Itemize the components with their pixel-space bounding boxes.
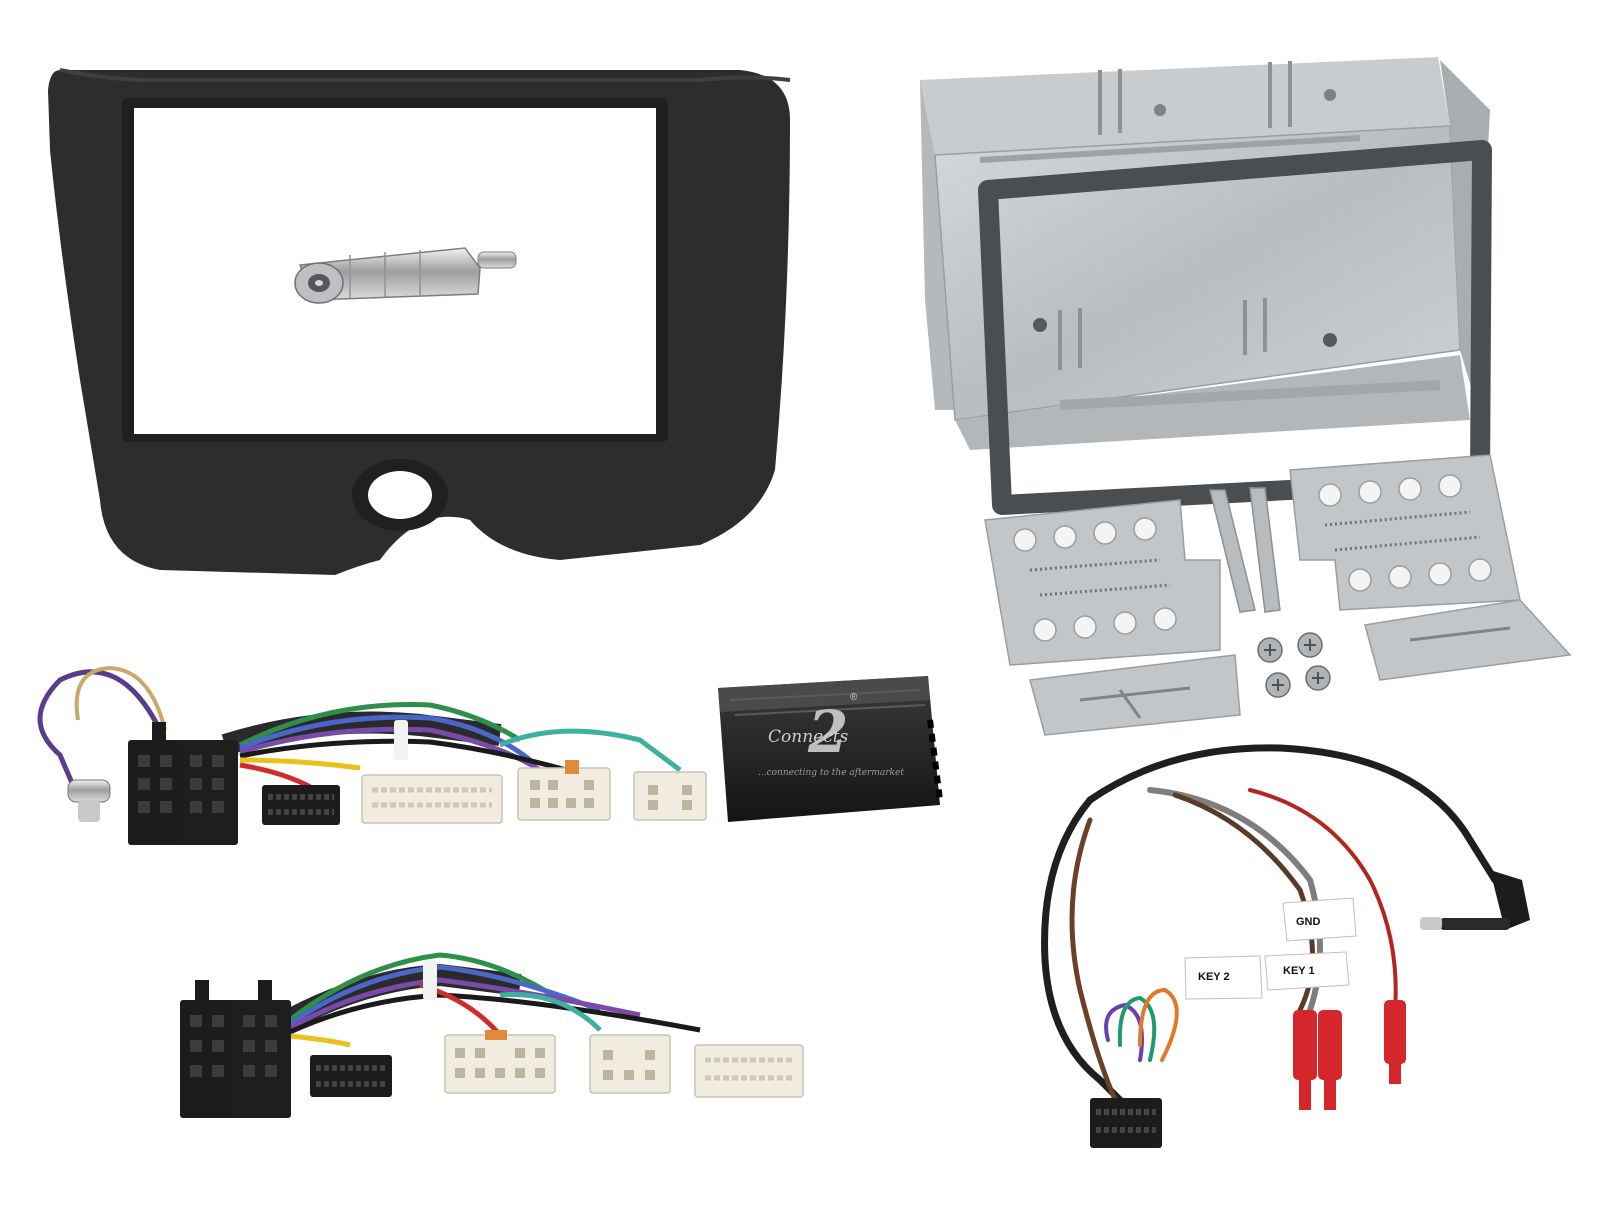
svg-text:GND: GND bbox=[1296, 916, 1321, 928]
double-din-fascia bbox=[48, 68, 791, 575]
red-bullet-plugs bbox=[1293, 1000, 1406, 1110]
steering-patch-lead: GND KEY 1 KEY 2 bbox=[1041, 744, 1530, 1148]
vehicle-connector-white-4 bbox=[444, 1030, 556, 1094]
release-keys bbox=[1209, 487, 1281, 613]
antenna-adapter-icon bbox=[294, 247, 517, 304]
lower-bracket-left bbox=[1029, 654, 1241, 736]
svg-text:...connecting to the aftermark: ...connecting to the aftermarket bbox=[758, 768, 904, 778]
lower-bracket-right bbox=[1364, 599, 1572, 681]
iso-connector-left bbox=[128, 722, 238, 845]
vehicle-connector-white-6 bbox=[694, 1044, 804, 1098]
svg-text:®: ® bbox=[850, 692, 858, 703]
svg-text:KEY 2: KEY 2 bbox=[1198, 971, 1230, 983]
svg-text:KEY 1: KEY 1 bbox=[1283, 965, 1315, 977]
svg-text:2: 2 bbox=[807, 698, 848, 766]
radio-connector-black-2 bbox=[310, 1055, 392, 1097]
iso-harness bbox=[180, 952, 804, 1118]
brand-logo: 2 Connects ® ...connecting to the afterm… bbox=[758, 692, 904, 778]
iso-connector-right bbox=[180, 980, 291, 1118]
svg-text:Connects: Connects bbox=[768, 727, 849, 747]
jack-plug-icon bbox=[1420, 870, 1530, 930]
vehicle-connector-white-3 bbox=[633, 771, 707, 821]
vehicle-connector-white-5 bbox=[589, 1034, 671, 1094]
key1-label-tag: KEY 1 bbox=[1264, 951, 1350, 991]
gnd-label-tag: GND bbox=[1282, 897, 1357, 942]
lead-connector-icon bbox=[1090, 1098, 1162, 1148]
steering-interface-module: 2 Connects ® ...connecting to the afterm… bbox=[718, 676, 943, 822]
iso-harness-with-antenna bbox=[37, 665, 707, 845]
antenna-plug-icon bbox=[67, 779, 111, 822]
key2-label-tag: KEY 2 bbox=[1184, 955, 1263, 1000]
screws-icon bbox=[1257, 632, 1331, 698]
vehicle-connector-white-2 bbox=[517, 760, 611, 821]
vehicle-connector-white-1 bbox=[361, 774, 503, 824]
radio-connector-black bbox=[262, 785, 340, 825]
mounting-cage bbox=[920, 57, 1490, 450]
side-bracket-right bbox=[1289, 454, 1521, 611]
side-bracket-left bbox=[984, 499, 1221, 666]
